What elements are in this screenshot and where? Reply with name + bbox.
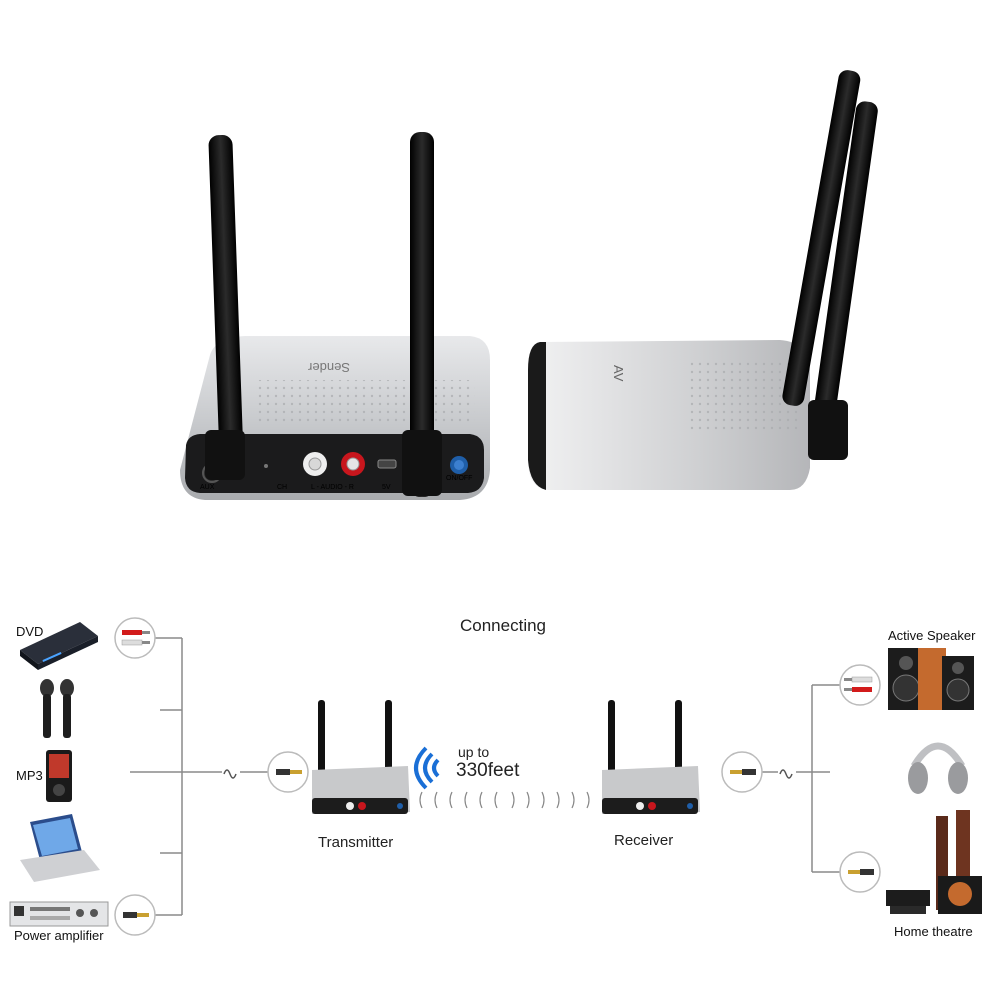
source-label-power-amplifier: Power amplifier [14, 928, 104, 943]
jack-connector-icon [267, 751, 309, 793]
power-amplifier-icon [9, 901, 109, 927]
headphones-icon [908, 742, 968, 794]
power-port-label: 5V [382, 484, 391, 491]
output-label-active-speaker: Active Speaker [888, 628, 976, 643]
range-text-line2: 330feet [456, 760, 520, 781]
range-text-line1: up to [458, 744, 490, 760]
rca-connector-icon [839, 664, 881, 706]
source-label-dvd: DVD [16, 624, 44, 639]
dvd-player-icon [20, 622, 98, 670]
ch-port-label: CH [277, 484, 287, 491]
jack-connector-icon [114, 894, 156, 936]
wireless-signal-icon [414, 746, 440, 790]
receiver-unit-photo: AV [528, 70, 878, 490]
diagram-title: Connecting [460, 616, 547, 635]
microphones-icon [40, 679, 74, 738]
signal-waves [419, 791, 590, 809]
receiver-brand-logo: AV [611, 365, 626, 382]
transmitter-unit-photo: AUX CH L - AUDIO - R 5V ON/OFF Sender [180, 132, 490, 500]
laptop-icon [20, 814, 100, 882]
home-theatre-icon [886, 810, 982, 914]
switch-port-label: ON/OFF [446, 475, 472, 482]
diagram-lines [9, 617, 982, 936]
transmitter-label: Transmitter [318, 834, 394, 851]
transmitter-icon [312, 700, 410, 814]
rca-connector-icon [114, 617, 156, 659]
aux-port-label: AUX [200, 484, 215, 491]
jack-connector-icon [839, 851, 881, 893]
product-photo: AUX CH L - AUDIO - R 5V ON/OFF Sender AV [180, 70, 878, 500]
mp3-player-icon [46, 750, 72, 802]
connection-diagram: Connecting DVD MP3 Power amplifier Trans… [0, 560, 1000, 1000]
receiver-label: Receiver [614, 832, 674, 849]
audio-port-label: L - AUDIO - R [311, 484, 354, 491]
active-speaker-icon [888, 648, 974, 710]
output-label-home-theatre: Home theatre [894, 924, 973, 939]
receiver-icon [602, 700, 700, 814]
jack-connector-icon [721, 751, 763, 793]
brand-logo: Sender [307, 360, 350, 375]
source-label-mp3: MP3 [16, 768, 43, 783]
